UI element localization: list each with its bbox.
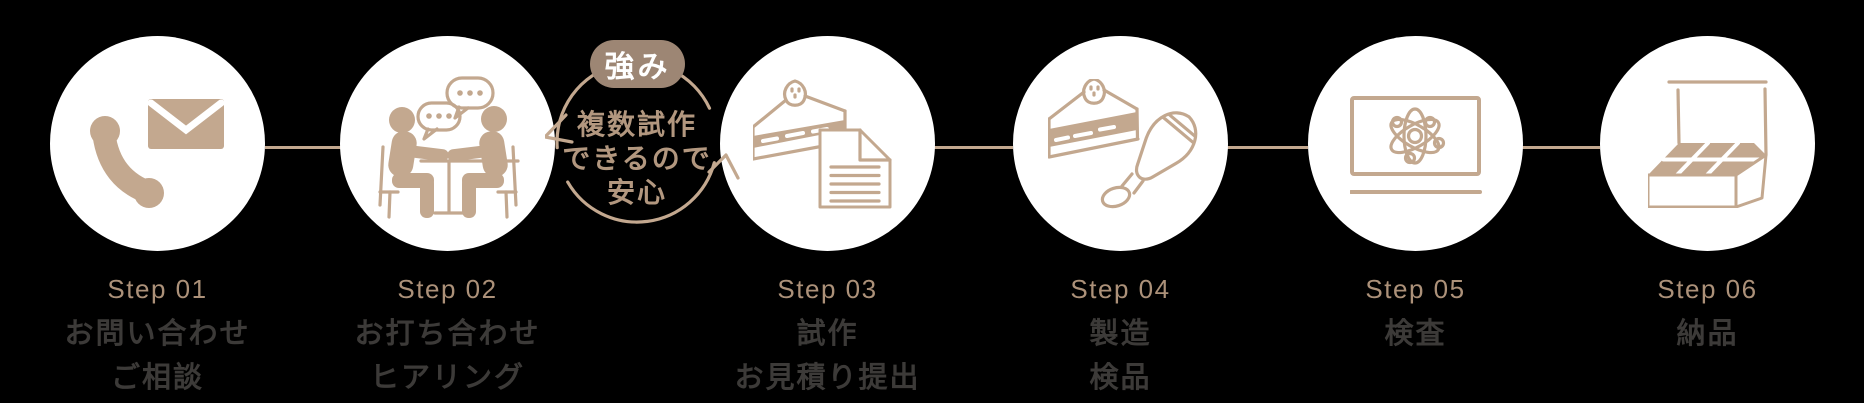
delivery-box-icon xyxy=(1647,79,1768,208)
step-number: Step 01 xyxy=(107,274,208,304)
step-label-line: お打ち合わせ xyxy=(354,318,541,350)
step-02-circle xyxy=(340,36,555,251)
step-06: Step 06 納品 xyxy=(1600,36,1815,356)
connector-line xyxy=(1522,146,1600,149)
step-number: Step 03 xyxy=(777,274,878,304)
step-label: 納品 xyxy=(1600,312,1815,356)
step-label-line: お問い合わせ xyxy=(64,318,251,350)
step-04: Step 04 製造 検品 xyxy=(1013,36,1228,400)
step-label-line: お見積り提出 xyxy=(734,362,921,394)
connector-line xyxy=(265,146,341,149)
step-05-circle xyxy=(1308,36,1523,251)
strength-message-line: 複数試作 xyxy=(576,109,697,140)
arrowhead-left xyxy=(545,113,574,144)
step-number: Step 04 xyxy=(1070,274,1171,304)
step-label-line: 検品 xyxy=(1089,362,1152,394)
step-label-line: ヒアリング xyxy=(369,362,525,394)
strength-badge: 強み xyxy=(590,40,685,88)
step-label: 試作 お見積り提出 xyxy=(720,312,935,400)
step-label: 検査 xyxy=(1308,312,1523,356)
cake-piping-bag-icon xyxy=(1047,78,1197,208)
step-number: Step 06 xyxy=(1657,274,1758,304)
strength-message-line: 安心 xyxy=(606,177,667,208)
arrowhead-right xyxy=(707,153,740,180)
step-label-line: 製造 xyxy=(1089,318,1152,350)
inspection-monitor-icon xyxy=(1349,95,1482,194)
phone-mail-icon xyxy=(89,99,224,208)
step-number: Step 05 xyxy=(1365,274,1466,304)
step-03: Step 03 試作 お見積り提出 xyxy=(720,36,935,400)
connector-line xyxy=(934,146,1013,149)
meeting-icon xyxy=(377,76,520,219)
step-label-line: 検査 xyxy=(1384,318,1447,350)
cake-document-icon xyxy=(752,78,892,208)
step-label-line: ご相談 xyxy=(110,362,204,394)
step-01-circle xyxy=(50,36,265,251)
step-04-circle xyxy=(1013,36,1228,251)
strength-message-line: できるので xyxy=(562,143,712,174)
step-06-circle xyxy=(1600,36,1815,251)
strength-message: 複数試作 できるので 安心 xyxy=(537,108,737,210)
step-label: お問い合わせ ご相談 xyxy=(50,312,265,400)
step-01: Step 01 お問い合わせ ご相談 xyxy=(50,36,265,400)
step-label-line: 試作 xyxy=(796,318,859,350)
step-label: 製造 検品 xyxy=(1013,312,1228,400)
step-02: Step 02 お打ち合わせ ヒアリング xyxy=(340,36,555,400)
step-03-circle xyxy=(720,36,935,251)
connector-line xyxy=(1227,146,1308,149)
step-label-line: 納品 xyxy=(1676,318,1739,350)
step-number: Step 02 xyxy=(397,274,498,304)
step-label: お打ち合わせ ヒアリング xyxy=(340,312,555,400)
step-05: Step 05 検査 xyxy=(1308,36,1523,356)
